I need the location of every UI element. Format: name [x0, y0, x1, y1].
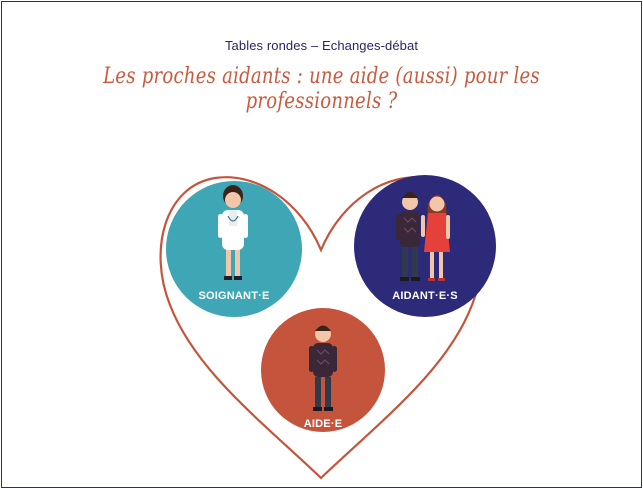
soignant-label: SOIGNANT·E: [198, 290, 270, 302]
event-kicker: Tables rondes – Echanges-débat: [224, 38, 419, 53]
nurse-figure: [218, 185, 248, 280]
event-headline: Les proches aidants : une aide (aussi) p…: [103, 64, 540, 114]
aide-label: AIDE·E: [303, 418, 343, 430]
couple-figures: [396, 192, 450, 281]
aidants-label: AIDANT·E·S: [392, 290, 458, 302]
aided-person-figure: [309, 325, 337, 411]
